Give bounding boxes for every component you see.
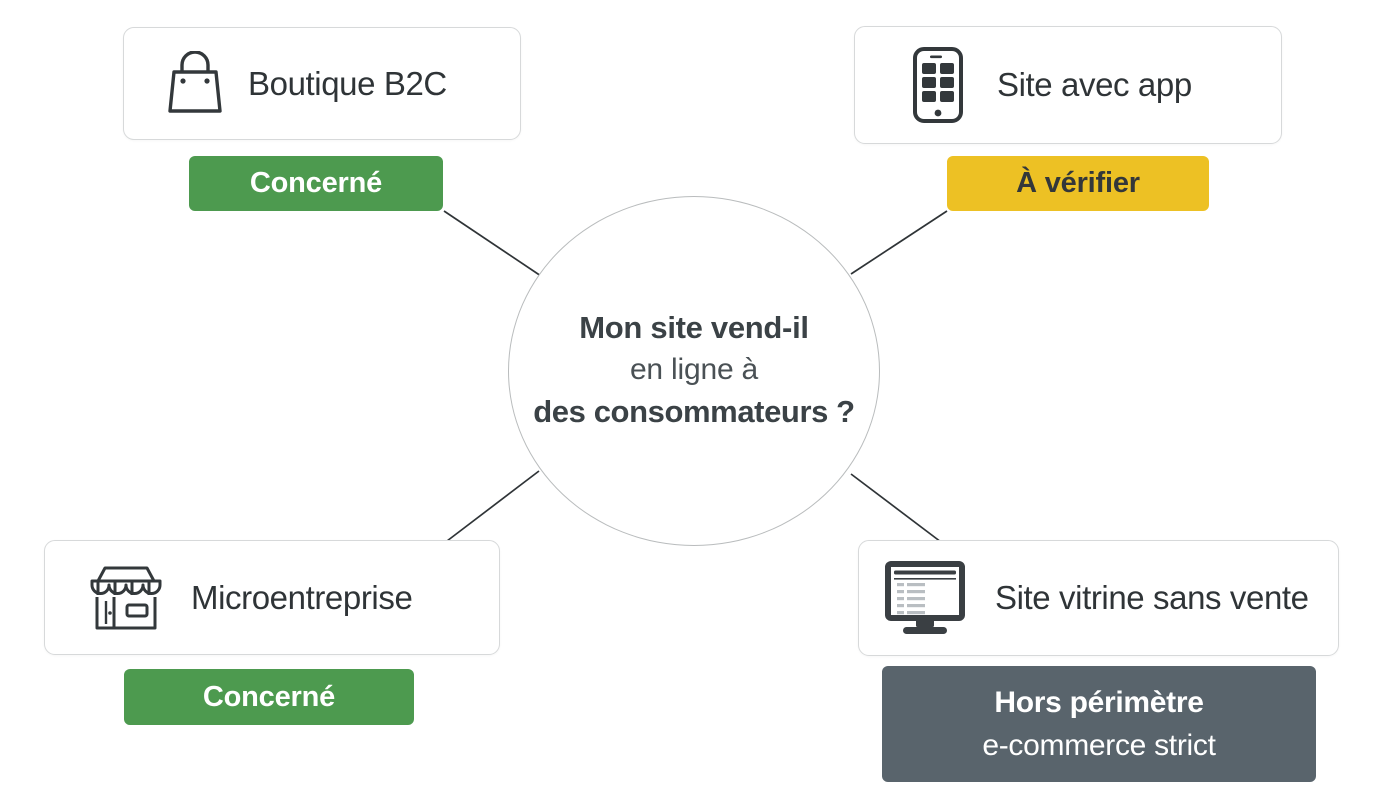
connector-line-app [850,210,948,275]
status-badge-label: À vérifier [1016,167,1140,199]
connector-line-b2c [443,210,542,277]
central-question-circle: Mon site vend-il en ligne à des consomma… [508,196,880,546]
card-label-microentreprise: Microentreprise [191,578,413,616]
mobile-app-icon [911,46,965,124]
status-badge-boutique-b2c[interactable]: Concerné [189,156,443,211]
card-label-site-vitrine: Site vitrine sans vente [995,579,1309,616]
status-badge-line-1: Hors périmètre [994,685,1204,719]
desktop-monitor-icon [875,556,975,640]
status-badge-label: Concerné [202,680,336,713]
card-site-vitrine[interactable]: Site vitrine sans vente [858,540,1339,656]
card-microentreprise[interactable]: Microentreprise [44,540,500,655]
storefront-icon [85,562,167,634]
card-boutique-b2c[interactable]: Boutique B2C [123,27,521,140]
central-question-line-3: des consommateurs ? [533,393,855,429]
status-badge-microentreprise[interactable]: Concerné [124,669,414,725]
status-badge-line-2: e-commerce strict [982,729,1216,762]
status-badge-site-avec-app[interactable]: À vérifier [947,156,1209,211]
central-question-line-1: Mon site vend-il [579,310,809,346]
central-question-line-2: en ligne à [629,352,759,386]
status-badge-site-vitrine[interactable]: Hors périmètre e-commerce strict [882,666,1316,782]
connector-line-vitrine [850,473,942,543]
card-label-site-avec-app: Site avec app [997,66,1192,103]
card-site-avec-app[interactable]: Site avec app [854,26,1282,144]
connector-line-micro [446,470,540,542]
card-label-boutique-b2c: Boutique B2C [248,64,447,102]
shopping-bag-icon [164,50,226,117]
status-badge-label: Concerné [249,167,383,199]
